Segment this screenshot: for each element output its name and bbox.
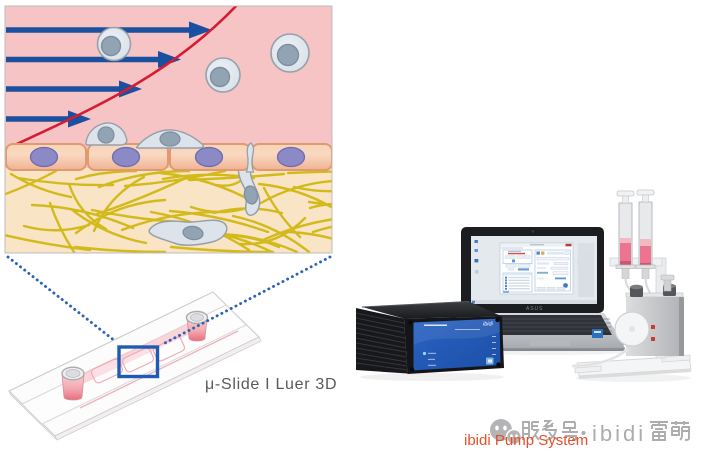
svg-text:ASUS: ASUS (526, 306, 543, 312)
svg-text:ibidi: ibidi (503, 290, 509, 294)
svg-text:ibidi: ibidi (483, 322, 494, 328)
svg-text:μ-Slide I Luer 3D: μ-Slide I Luer 3D (205, 376, 337, 393)
svg-text:ibidi: ibidi (592, 421, 646, 446)
